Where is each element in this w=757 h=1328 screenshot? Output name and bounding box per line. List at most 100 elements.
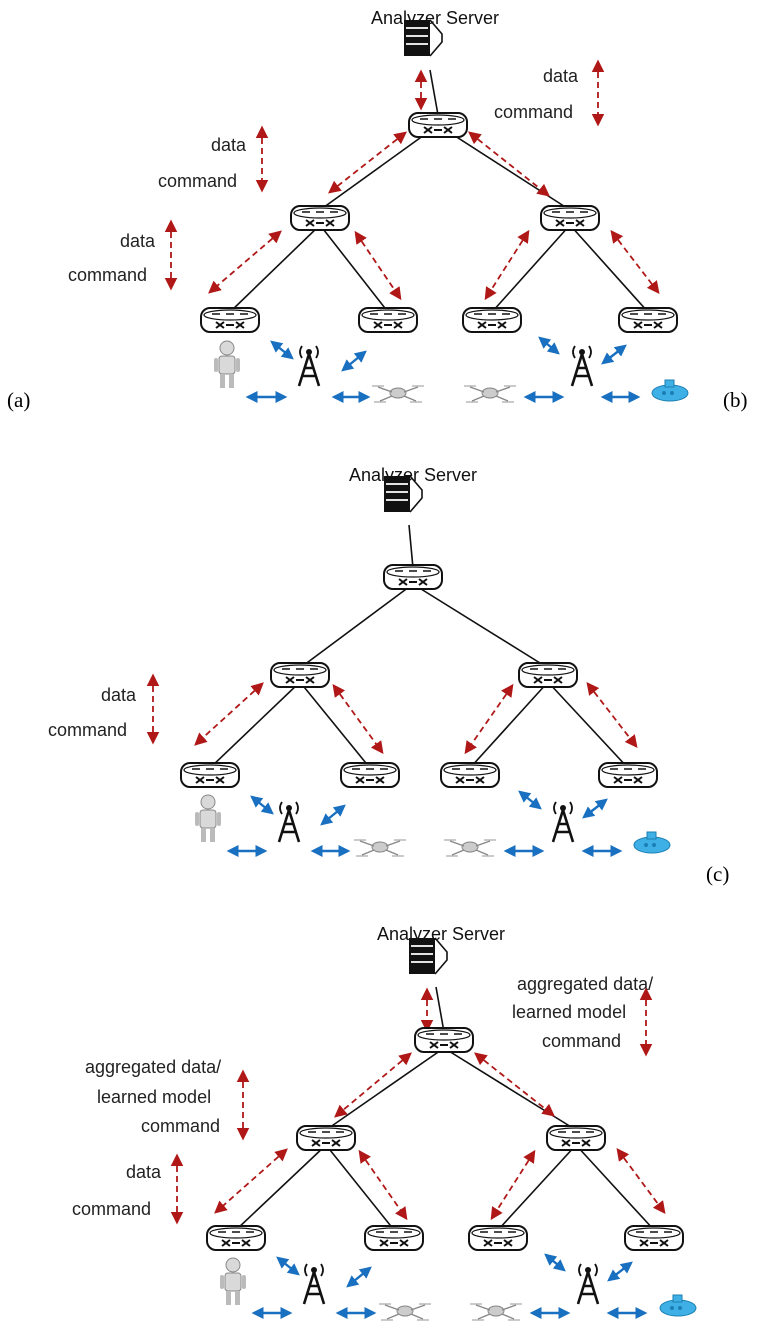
link [299, 583, 414, 669]
router-icon [624, 1225, 684, 1251]
cell-tower-icon [277, 801, 301, 843]
label-command: command [48, 720, 127, 740]
router-icon [200, 307, 260, 333]
link [469, 681, 549, 769]
label-aggregated-data: aggregated data/ [85, 1057, 221, 1077]
router-icon [468, 1225, 528, 1251]
cell-tower-icon [551, 801, 575, 843]
label-learned-model: learned model [97, 1087, 211, 1107]
link [319, 224, 389, 313]
link [299, 681, 371, 769]
router-icon [364, 1225, 424, 1251]
link [429, 69, 439, 116]
drone-icon [372, 385, 424, 403]
router-icon [518, 662, 578, 688]
link [435, 986, 445, 1033]
label-command: command [542, 1031, 621, 1051]
cell-tower-icon [570, 345, 594, 387]
router-icon [414, 1027, 474, 1053]
panel-c: Analyzer Server data command (c) [48, 465, 729, 886]
drone-icon [354, 839, 406, 857]
panel-tag: (b) [723, 388, 748, 412]
wireless-arrow [538, 336, 560, 355]
drone-icon [444, 839, 496, 857]
server-icon [404, 19, 443, 57]
link [569, 224, 649, 313]
label-data: data [126, 1162, 162, 1182]
data-command-arrow [358, 1149, 408, 1221]
panel-ab: Analyzer Server data command data comman… [7, 8, 748, 412]
label-command: command [72, 1199, 151, 1219]
router-icon [340, 762, 400, 788]
data-command-arrow [484, 229, 530, 301]
router-icon [358, 307, 418, 333]
cell-tower-icon [297, 345, 321, 387]
drone-icon [464, 385, 516, 403]
router-icon [206, 1225, 266, 1251]
wireless-arrow [276, 1256, 300, 1276]
label-data: data [211, 135, 247, 155]
router-icon [296, 1125, 356, 1151]
drone-icon [379, 1303, 431, 1321]
link [497, 1144, 577, 1231]
router-icon [408, 112, 468, 138]
label-command: command [141, 1116, 220, 1136]
data-command-arrow [354, 230, 402, 301]
aggregated-arrow [474, 1052, 555, 1117]
robot-icon [214, 340, 240, 388]
router-icon [383, 564, 443, 590]
wireless-arrow [250, 795, 274, 815]
label-aggregated-data: aggregated data/ [517, 974, 653, 994]
submarine-icon [633, 831, 671, 854]
server-icon [409, 937, 448, 975]
panel-tag: (a) [7, 388, 30, 412]
wireless-arrow [518, 790, 542, 810]
data-command-arrow [586, 682, 638, 748]
router-icon [540, 205, 600, 231]
link [491, 224, 571, 313]
wireless-arrow [582, 798, 608, 819]
label-data: data [543, 66, 579, 86]
panel-d: Analyzer Server aggregated data/ learned… [72, 924, 697, 1321]
data-command-arrow [208, 230, 282, 294]
cell-tower-icon [302, 1263, 326, 1305]
link [229, 224, 321, 313]
router-icon [270, 662, 330, 688]
wireless-arrow [544, 1253, 566, 1272]
link [547, 681, 629, 769]
drone-icon [470, 1303, 522, 1321]
router-icon [290, 205, 350, 231]
submarine-icon [651, 379, 689, 402]
server-title: Analyzer Server [371, 8, 499, 28]
data-command-arrow [464, 683, 514, 755]
label-data: data [120, 231, 156, 251]
label-data: data [101, 685, 137, 705]
router-icon [546, 1125, 606, 1151]
label-command: command [494, 102, 573, 122]
link [325, 1047, 445, 1131]
link [209, 681, 301, 769]
label-command: command [158, 171, 237, 191]
link [412, 583, 549, 669]
data-command-arrow [214, 1148, 288, 1214]
robot-icon [195, 794, 221, 842]
link [575, 1144, 655, 1231]
router-icon [440, 762, 500, 788]
server-title: Analyzer Server [349, 465, 477, 485]
cell-tower-icon [576, 1263, 600, 1305]
link [443, 1047, 577, 1131]
label-command: command [68, 265, 147, 285]
link [408, 524, 414, 569]
data-command-arrow [328, 131, 407, 194]
wireless-arrow [270, 340, 294, 360]
link [235, 1144, 327, 1231]
data-command-arrow [468, 131, 550, 197]
submarine-icon [659, 1294, 697, 1317]
router-icon [462, 307, 522, 333]
data-command-arrow [194, 682, 264, 746]
aggregated-arrow [334, 1052, 412, 1118]
panel-tag: (c) [706, 862, 729, 886]
router-icon [598, 762, 658, 788]
wireless-arrow [607, 1261, 633, 1282]
